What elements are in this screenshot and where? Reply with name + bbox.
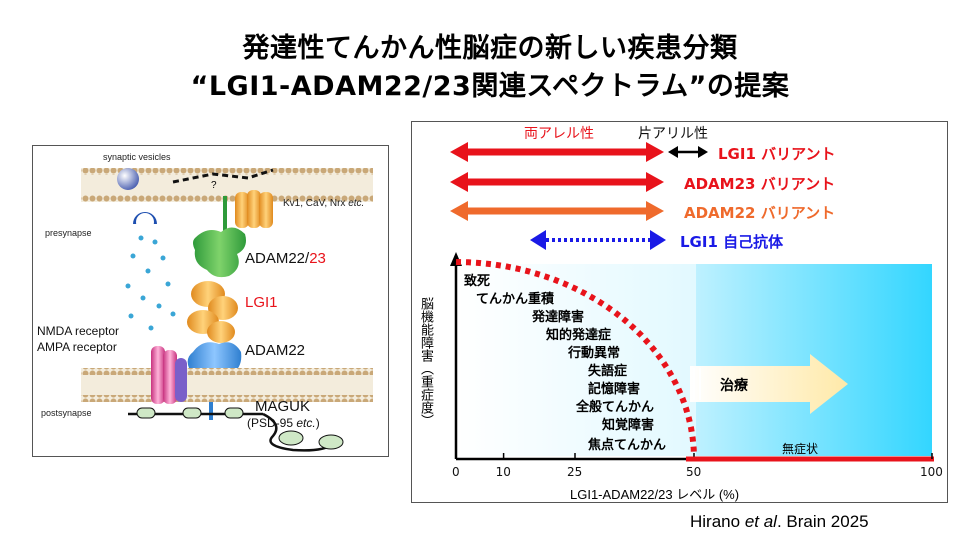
symptom-perceptual-disturbance: 知覚障害: [602, 418, 655, 433]
no-symptom-label: 無症状: [782, 442, 819, 456]
variant-label-adam23: ADAM23 バリアント: [684, 175, 836, 193]
label-lgi1: LGI1: [245, 294, 278, 311]
variant-label-adam22: ADAM22 バリアント: [684, 204, 836, 222]
autoantibody-arrow: [530, 230, 666, 250]
symptom-status-epilepticus: てんかん重積: [476, 292, 555, 307]
synapse-diagram-panel: synaptic vesicles Kv1, CaV, Nrx etc. pre…: [32, 145, 389, 457]
symptom-memory-impairment: 記憶障害: [588, 382, 641, 397]
label-channels: Kv1, CaV, Nrx etc.: [283, 198, 365, 209]
label-nmda: NMDA receptor: [37, 324, 120, 338]
x-tick-label: 10: [495, 465, 511, 479]
symptom-aphasia: 失語症: [588, 364, 628, 379]
title-line-2: “LGI1-ADAM22/23関連スペクトラム”の提案: [190, 71, 790, 102]
label-postsynapse: postsynapse: [41, 408, 92, 418]
x-tick-label: 0: [452, 465, 460, 479]
label-synaptic-vesicles: synaptic vesicles: [103, 152, 171, 162]
spectrum-diagram-panel: 両アレル性 片アリル性 両アレル性 両アレル性 LGI1 バリアント ADAM2…: [411, 121, 948, 503]
maguk-scaffold: [128, 407, 344, 452]
symptom-lethal: 致死: [464, 274, 491, 289]
symptom-behavioral-abnormality: 行動異常: [568, 346, 621, 361]
ampa-nmda-receptor: [151, 346, 187, 404]
x-tick-label: 50: [686, 465, 702, 479]
y-axis-label: 脳機能障害（重症度）: [419, 297, 434, 427]
x-tick-label: 25: [567, 465, 583, 479]
synaptic-vesicle: [117, 168, 139, 190]
label-ampa: AMPA receptor: [37, 340, 117, 354]
treatment-arrow: [690, 354, 848, 414]
treatment-label: 治療: [720, 377, 748, 393]
variant-arrow-lgi1: [450, 142, 708, 162]
x-axis-label: LGI1-ADAM22/23 レベル (%): [570, 487, 740, 502]
severity-curve: [455, 259, 697, 460]
arrow-label-biallelic-1: 両アレル性: [524, 126, 594, 142]
spectrum-illustration: [450, 142, 934, 462]
x-tick-label: 100: [920, 465, 943, 479]
arrow-label-monoallelic: 片アリル性: [638, 126, 708, 142]
citation: Hirano et al. Brain 2025: [690, 512, 869, 531]
arrow-label-biallelic-2: 両アレル性: [524, 161, 594, 177]
autoantibody-label: LGI1 自己抗体: [680, 233, 784, 251]
symptom-focal-epilepsy: 焦点てんかん: [588, 438, 667, 453]
label-adam22-23: ADAM22/23: [245, 250, 326, 267]
title-line-1: 発達性てんかん性脳症の新しい疾患分類: [242, 33, 738, 64]
variant-label-lgi1: LGI1 バリアント: [718, 145, 836, 163]
lgi1-protein: [187, 281, 238, 343]
arrow-label-biallelic-3: 両アレル性: [524, 190, 594, 206]
synapse-illustration: [81, 168, 373, 452]
variant-arrow-adam23: [450, 172, 664, 192]
label-adam22: ADAM22: [245, 342, 306, 359]
adam22-23-protein: [193, 196, 246, 278]
label-psd95: (PSD-95 etc.): [247, 416, 320, 430]
symptom-intellectual-disability: 知的発達症: [546, 328, 612, 343]
variant-arrow-adam22: [450, 201, 664, 221]
question-mark: ?: [211, 180, 217, 191]
symptom-developmental-disorder: 発達障害: [532, 310, 585, 325]
symptom-generalized-epilepsy: 全般てんかん: [576, 400, 655, 415]
label-maguk: MAGUK: [255, 398, 311, 415]
kv1-channel: [235, 190, 273, 228]
label-presynapse: presynapse: [45, 228, 92, 238]
neurotransmitter-dots: [125, 235, 176, 331]
